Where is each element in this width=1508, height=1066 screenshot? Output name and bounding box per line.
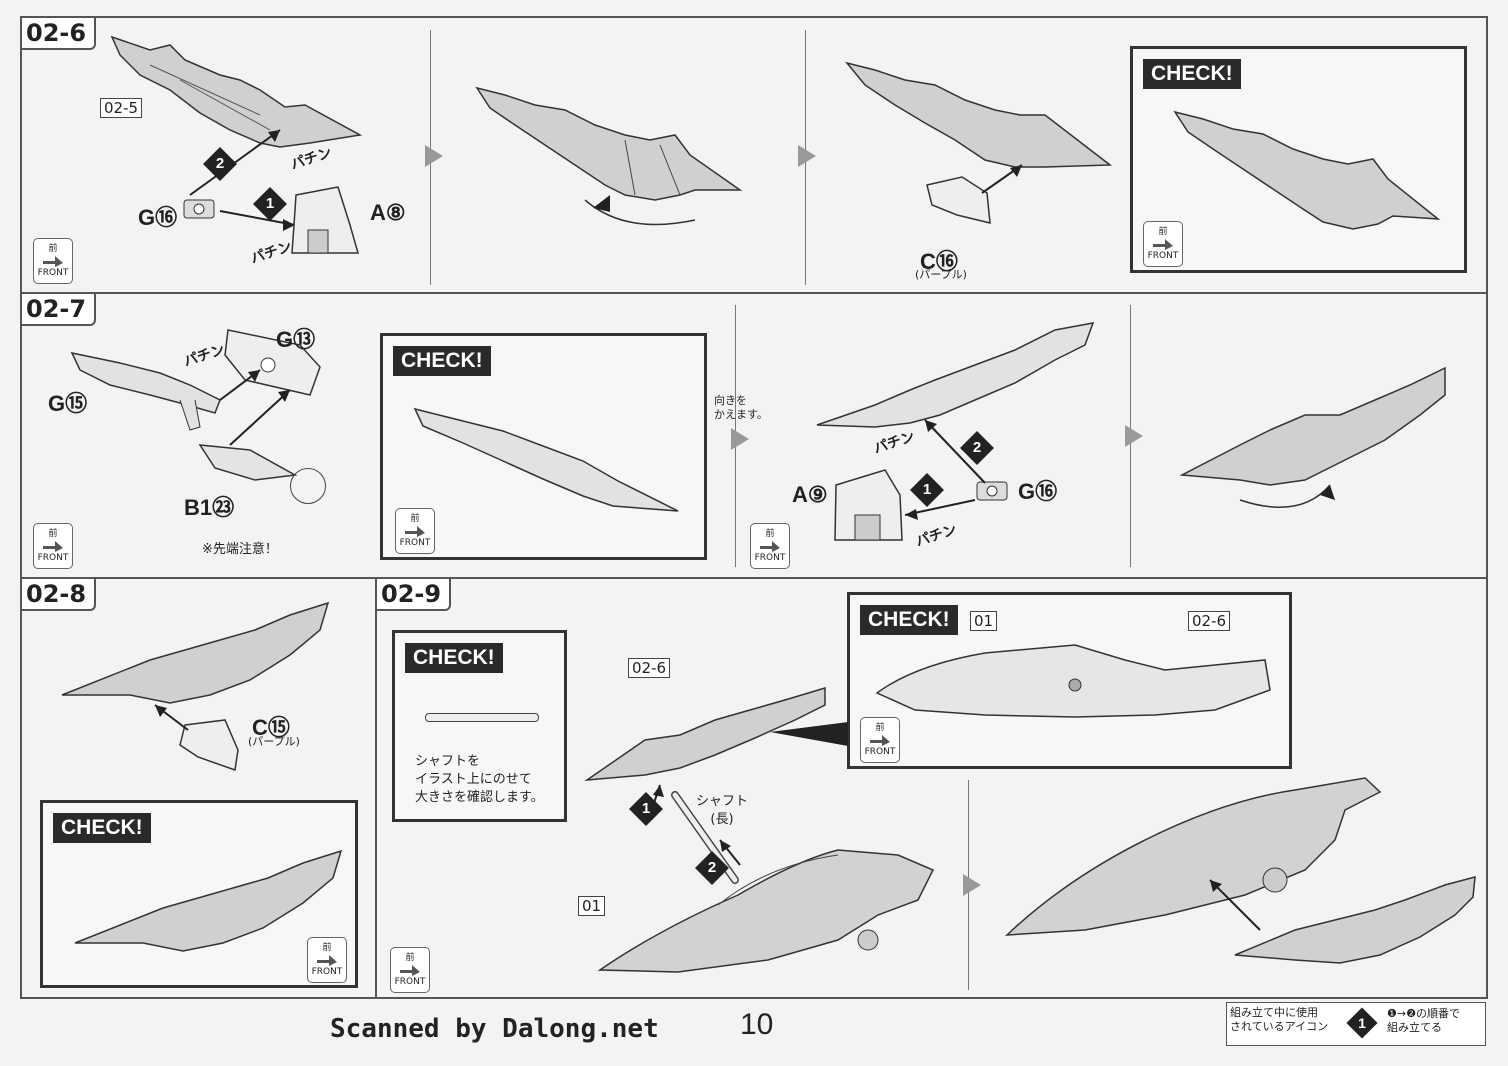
small-part-a9	[834, 469, 903, 541]
small-part-c15	[154, 704, 239, 772]
step-label: 02-7	[26, 295, 87, 323]
next-step-arrow	[798, 145, 816, 167]
small-part-b1	[198, 444, 298, 481]
part-label-b1: B1㉓	[184, 495, 235, 520]
check-box: CHECK! シャフトを イラスト上にのせて 大きさを確認します。	[392, 630, 567, 822]
step-02-6-label: 02-6	[22, 18, 97, 50]
frame-part-g15	[70, 351, 221, 431]
legend-caption: 組み立て中に使用 されているアイコン	[1230, 1006, 1329, 1033]
order-marker-1: 1	[910, 473, 944, 507]
divider	[20, 292, 1488, 294]
step-label: 02-8	[26, 580, 87, 608]
part-label-a8: A⑧	[370, 200, 406, 225]
small-part-c16	[926, 164, 1023, 224]
assembly-arrows	[189, 129, 281, 196]
small-part-g16	[976, 481, 1008, 501]
rotate-note: 向きを かえます。	[714, 394, 768, 421]
check-title: CHECK!	[1143, 59, 1241, 89]
ref-tag: 01	[970, 611, 998, 631]
order-icon: 1	[1346, 1007, 1378, 1039]
ref-tag: 02-6	[1188, 611, 1231, 631]
part-label-g15: G⑮	[48, 391, 88, 416]
small-part-a8	[291, 186, 359, 254]
step-02-7-label: 02-7	[22, 294, 97, 326]
check-title: CHECK!	[53, 813, 151, 843]
check-illustration	[413, 407, 679, 512]
assembled-body-illustration	[1004, 777, 1382, 936]
ref-tag: 02-6	[628, 658, 671, 678]
wing-part-illustration	[110, 35, 363, 148]
order-marker-2: 2	[203, 147, 237, 181]
next-step-arrow	[1125, 425, 1143, 447]
cockpit-body-illustration	[597, 849, 935, 973]
assembly-arrows	[219, 369, 291, 446]
step-02-9-label: 02-9	[377, 579, 452, 611]
small-part-g16	[183, 199, 215, 219]
part-label-a9: A⑨	[792, 482, 828, 507]
divider	[20, 577, 1488, 579]
part-label-c16: C⑯	[920, 249, 958, 274]
step-02-8-label: 02-8	[22, 579, 97, 611]
page-number: 10	[740, 1008, 774, 1041]
assembly-arrow	[219, 210, 296, 231]
part-label-g16: G⑯	[1018, 479, 1058, 504]
icon-legend: 組み立て中に使用 されているアイコン 1 ❶→❷の順番で 組み立てる	[1226, 1002, 1486, 1046]
caution-note: ※先端注意！	[202, 542, 278, 557]
step-label: 02-6	[26, 19, 87, 47]
assembly-arrows	[904, 419, 986, 520]
check-illustration	[74, 849, 343, 952]
step-label: 02-9	[381, 580, 442, 608]
order-marker-1: 1	[629, 792, 663, 826]
shaft-icon	[425, 713, 539, 722]
wing-part-illustration	[816, 322, 1095, 428]
wing-part-illustration	[844, 61, 1113, 168]
order-marker-1: 1	[253, 187, 287, 221]
check-title: CHECK!	[405, 643, 503, 673]
scan-credit: Scanned by Dalong.net	[330, 1014, 659, 1044]
assembled-wing-illustration	[475, 86, 743, 226]
callout-pointer	[770, 722, 848, 746]
wing-part-illustration	[584, 686, 826, 781]
divider	[375, 577, 377, 999]
caution-circle	[290, 468, 326, 504]
part-label-g13: G⑬	[276, 327, 316, 352]
ref-tag: 01	[578, 896, 606, 916]
wing-part-illustration	[1209, 875, 1476, 964]
color-note: (パープル)	[915, 268, 967, 281]
ref-tag: 02-5	[100, 98, 143, 118]
next-step-arrow	[731, 428, 749, 450]
check-title: CHECK!	[393, 346, 491, 376]
shaft-label: シャフト (長)	[696, 794, 749, 827]
legend-description: ❶→❷の順番で 組み立てる	[1387, 1007, 1460, 1034]
wing-part-illustration	[61, 601, 330, 704]
part-label-g16: G⑯	[138, 205, 178, 230]
part-label-c15: C⑮	[252, 715, 290, 740]
assembled-wing-illustration	[1179, 366, 1446, 509]
check-illustration	[875, 644, 1271, 718]
instruction-sheet	[20, 16, 1488, 999]
check-illustration	[1173, 110, 1441, 230]
next-step-arrow	[963, 874, 981, 896]
next-step-arrow	[425, 145, 443, 167]
order-marker-2: 2	[960, 431, 994, 465]
check-instruction: シャフトを イラスト上にのせて 大きさを確認します。	[415, 754, 544, 805]
check-title: CHECK!	[860, 605, 958, 635]
color-note: (パープル)	[248, 735, 300, 748]
